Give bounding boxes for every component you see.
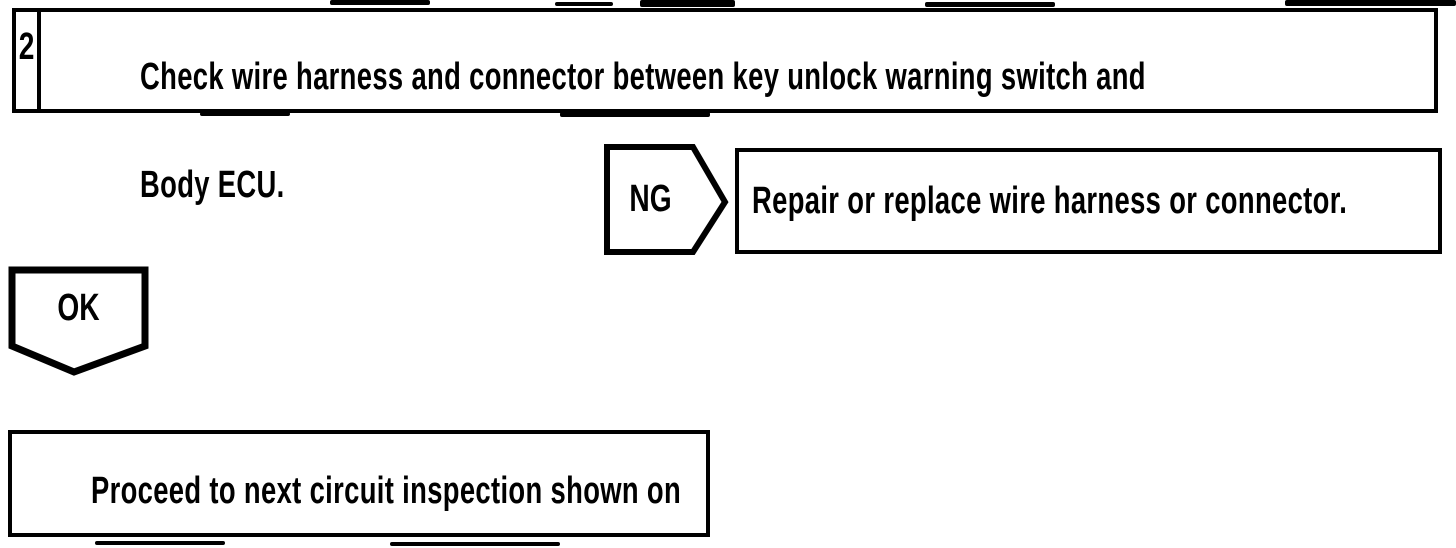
ng-action-text: Repair or replace wire harness or connec… [752,179,1348,222]
ng-pentagon-icon [604,144,729,255]
scan-artifact [925,2,1055,7]
scan-artifact [1285,0,1456,6]
scan-artifact [200,112,290,116]
scan-artifact [95,541,225,545]
ok-label: OK [57,286,100,329]
ok-action-box: Proceed to next circuit inspection shown… [8,430,710,537]
step-instruction-line-2: Body ECU. [139,164,285,206]
ok-connector: OK [8,266,149,376]
ng-action-box: Repair or replace wire harness or connec… [735,148,1442,254]
step-instruction: Check wire harness and connector between… [41,12,1456,204]
step-number-text: 2 [18,26,35,68]
scan-artifact [330,0,430,5]
ok-action-text-line-1: Proceed to next circuit inspection shown… [83,470,682,512]
step-box: 2 Check wire harness and connector betwe… [12,8,1438,204]
scan-artifact [555,2,613,6]
step-number: 2 [16,12,42,109]
ok-pentagon-icon [8,266,149,376]
scan-artifact [390,542,560,546]
ng-label: NG [628,178,672,220]
scan-artifact [640,0,735,7]
ng-connector: NG [604,143,730,256]
ok-action-text-line-2: Diagnosis by Symptom. [20,541,706,548]
scan-artifact [560,112,710,117]
step-instruction-line-1: Check wire harness and connector between… [139,56,1146,98]
